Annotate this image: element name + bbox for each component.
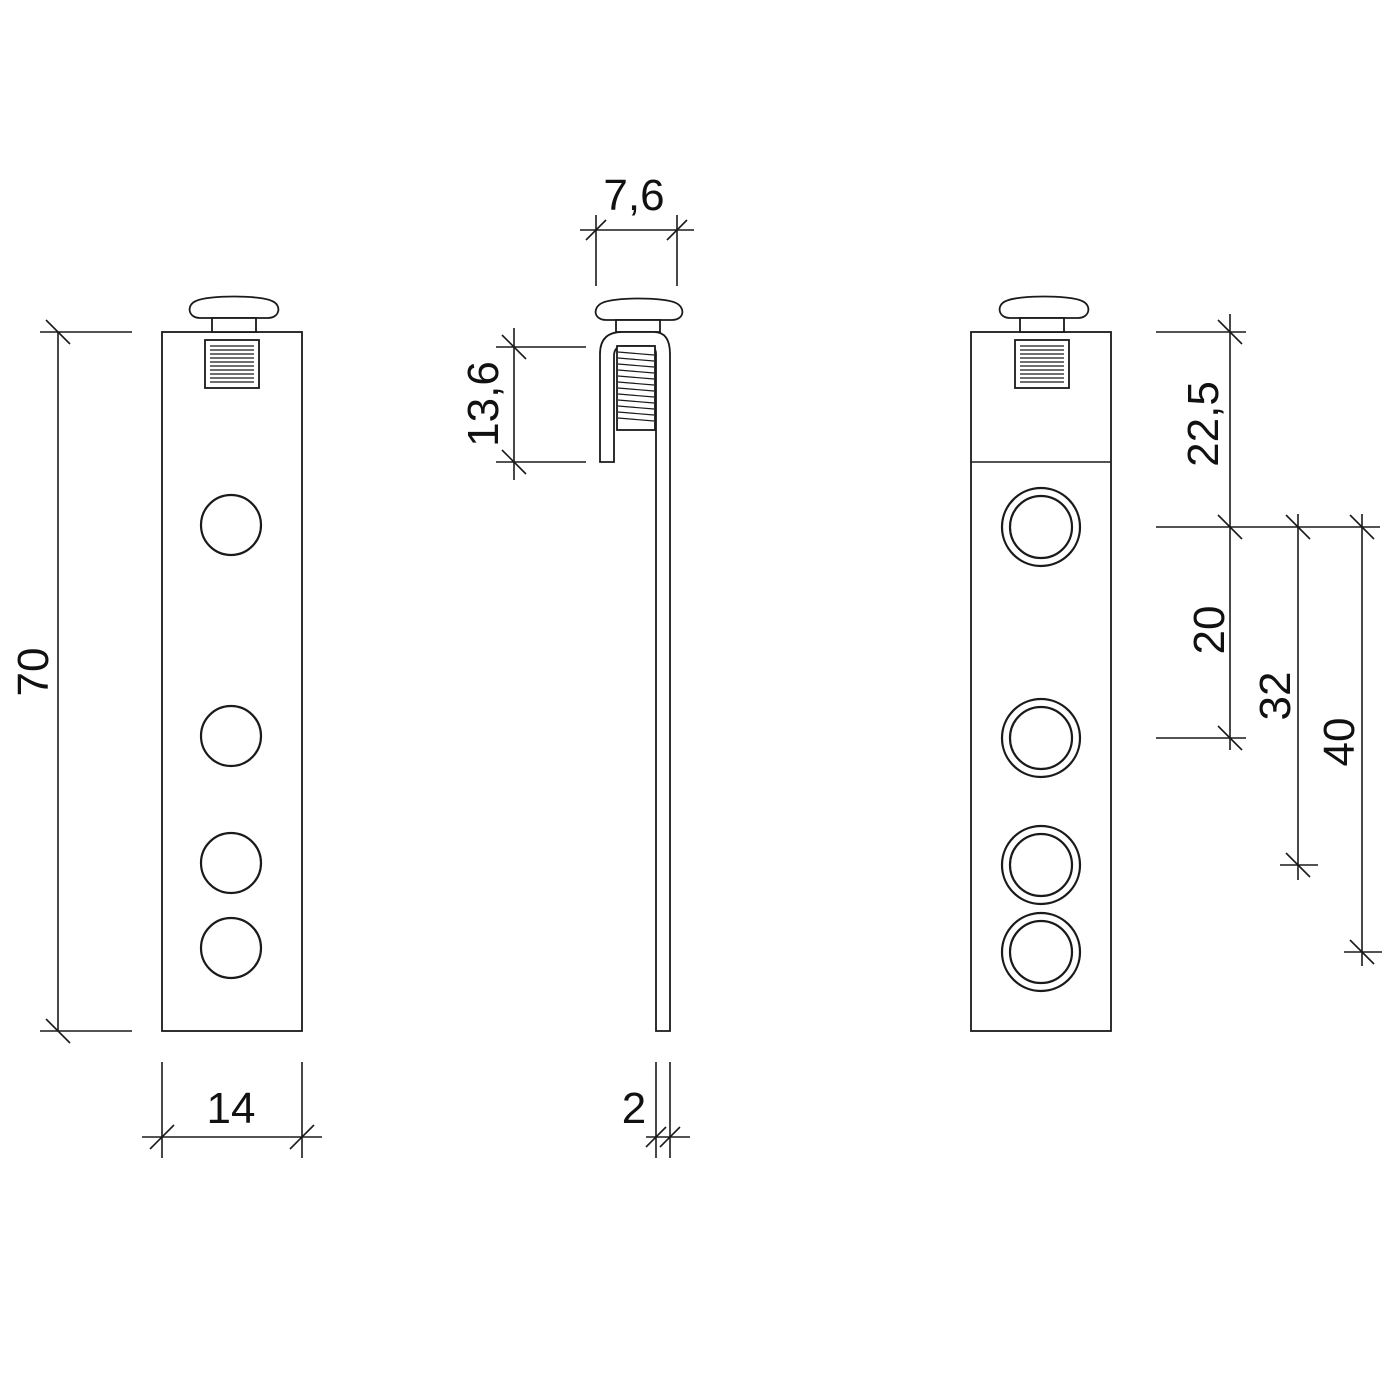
front-knob-neck [211,317,257,333]
dim-line-14 [142,1062,322,1158]
front-hole-2 [199,704,263,768]
dim-label-thickness: 2 [622,1084,646,1133]
rear-hole-1 [1000,486,1082,568]
dim-label-top-section: 22,5 [1179,381,1228,467]
dim-line-2 [645,1062,690,1158]
dim-line-22-5 [1156,314,1246,527]
front-view: 70 14 [9,295,322,1158]
rear-hole-2 [1000,697,1082,779]
front-hole-1 [199,493,263,557]
dim-line-20 [1156,527,1246,751]
dim-line-70 [40,319,132,1044]
rear-thread-lines [1020,345,1064,383]
front-hole-3 [199,831,263,895]
rear-knob-neck [1019,317,1065,333]
side-knob-neck [615,319,661,333]
dim-label-clip-depth: 13,6 [459,361,508,447]
rear-view: 22,5 20 32 40 [970,295,1382,1032]
side-hook-profile [599,331,671,1032]
dim-label-front-width: 14 [207,1084,256,1133]
rear-hole-3 [1000,824,1082,906]
dim-line-40 [1344,514,1382,966]
dim-label-hole-spacing-32: 32 [1251,672,1300,721]
front-plate [161,331,303,1032]
front-thread-insert [204,339,260,389]
dim-line-32 [1280,514,1318,880]
dim-line-13-6 [496,328,586,480]
dim-label-hole-spacing-40: 40 [1315,718,1364,767]
side-view: 7,6 13,6 2 [459,171,694,1158]
dim-line-7-6 [580,215,694,286]
dim-label-hole-spacing-20: 20 [1185,606,1234,655]
front-thread-lines [210,345,254,383]
rear-thread-insert [1014,339,1070,389]
front-knob [188,295,280,319]
dim-label-clip-width: 7,6 [603,171,664,220]
rear-hole-4 [1000,911,1082,993]
rear-knob [998,295,1090,319]
side-knob [594,297,684,321]
front-hole-4 [199,916,263,980]
dim-label-front-height: 70 [9,648,58,697]
side-screw-thread-lines [617,351,655,422]
